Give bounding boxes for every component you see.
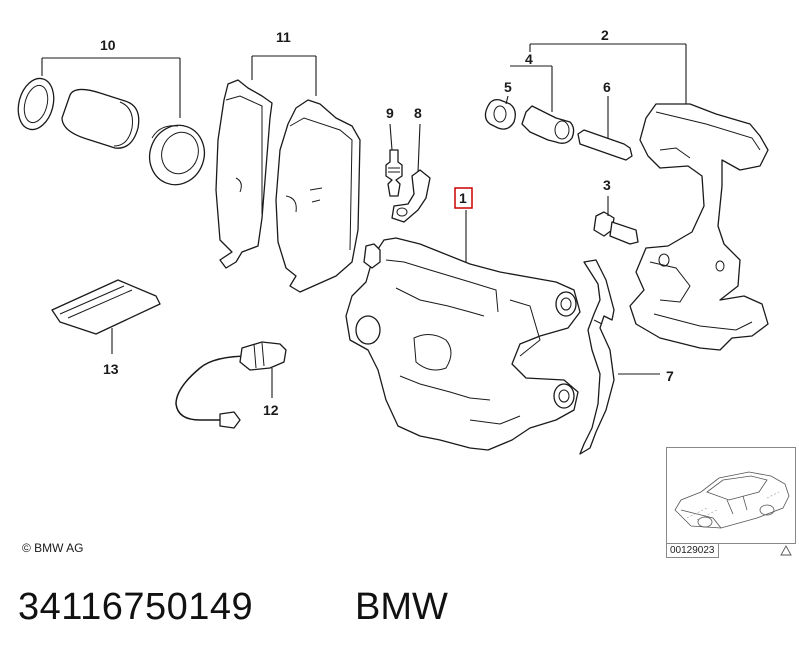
bleeder-cap-part-8 [391, 169, 431, 223]
callout-9: 9 [386, 105, 394, 121]
grease-packet-part-13 [51, 279, 161, 335]
vehicle-thumbnail [666, 447, 796, 544]
guide-bushing-part-5 [484, 98, 516, 130]
callout-2: 2 [601, 27, 609, 43]
guide-pin-part-6 [577, 129, 633, 161]
callout-6: 6 [603, 79, 611, 95]
callout-8: 8 [414, 105, 422, 121]
brake-caliper-part-1 [345, 237, 581, 451]
callout-12: 12 [263, 402, 279, 418]
thumbnail-code: 00129023 [666, 543, 719, 558]
callout-11: 11 [276, 29, 291, 45]
warning-triangle-icon [780, 545, 792, 556]
highlight-box [454, 187, 473, 209]
leader-lines [41, 43, 687, 398]
bolt-part-3 [593, 211, 639, 245]
bleeder-screw-part-9 [385, 149, 403, 197]
copyright-label: © BMW AG [22, 541, 84, 555]
wear-sensor-part-12 [175, 341, 287, 429]
caliper-carrier-part-2 [629, 103, 769, 351]
callout-3: 3 [603, 177, 611, 193]
callout-5: 5 [504, 79, 512, 95]
callout-4: 4 [525, 51, 533, 67]
piston-kit-part-10 [17, 77, 206, 186]
callout-13: 13 [103, 361, 119, 377]
car-outline-icon [674, 471, 790, 529]
anti-rattle-spring-part-7 [579, 259, 615, 455]
callout-10: 10 [100, 37, 116, 53]
guide-sleeve-part-4 [521, 105, 575, 144]
callout-7: 7 [666, 368, 674, 384]
footer-part-number: 34116750149 [18, 586, 254, 628]
callout-1: 1 [459, 190, 467, 206]
brake-pads-part-11 [215, 79, 361, 293]
footer-brand: BMW [355, 586, 448, 628]
